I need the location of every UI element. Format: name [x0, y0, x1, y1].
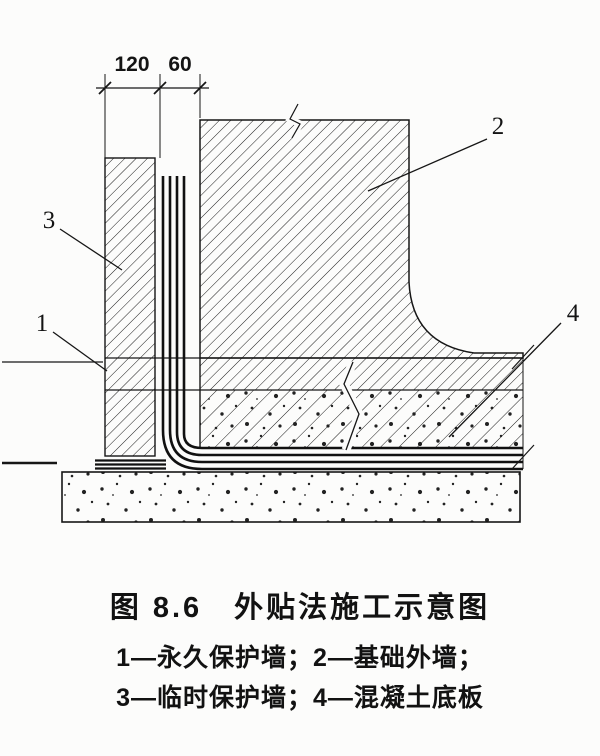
leader-2: [367, 138, 488, 192]
right-break-slashes: [511, 344, 535, 470]
figure-legend-line-2: 3—临时保护墙；4—混凝土底板: [116, 684, 484, 712]
protection-band: [200, 358, 523, 390]
temporary-protection-wall: [104, 157, 156, 457]
figure-legend-line-1: 1—永久保护墙；2—基础外墙；: [116, 644, 484, 672]
callout-2: 2: [492, 113, 505, 140]
dimension-lines: [96, 74, 209, 158]
cushion-layer: [61, 471, 521, 523]
callout-3: 3: [43, 207, 56, 234]
leader-1: [52, 331, 108, 372]
foundation-exterior-wall: [199, 119, 524, 359]
leader-3: [59, 228, 123, 271]
callout-4: 4: [567, 300, 580, 327]
wall-top-break-mark: [285, 102, 305, 140]
waterproof-membrane: [161, 176, 523, 471]
slab-break-mark: [339, 360, 364, 452]
leader-4: [448, 322, 562, 438]
callout-1: 1: [36, 310, 49, 337]
leader-lines: [52, 138, 562, 438]
membrane-left-lap: [95, 459, 166, 470]
figure-caption-title: 图 8.6 外贴法施工示意图: [109, 592, 491, 624]
dim-label-120: 120: [114, 53, 149, 76]
dim-label-60: 60: [168, 53, 191, 76]
